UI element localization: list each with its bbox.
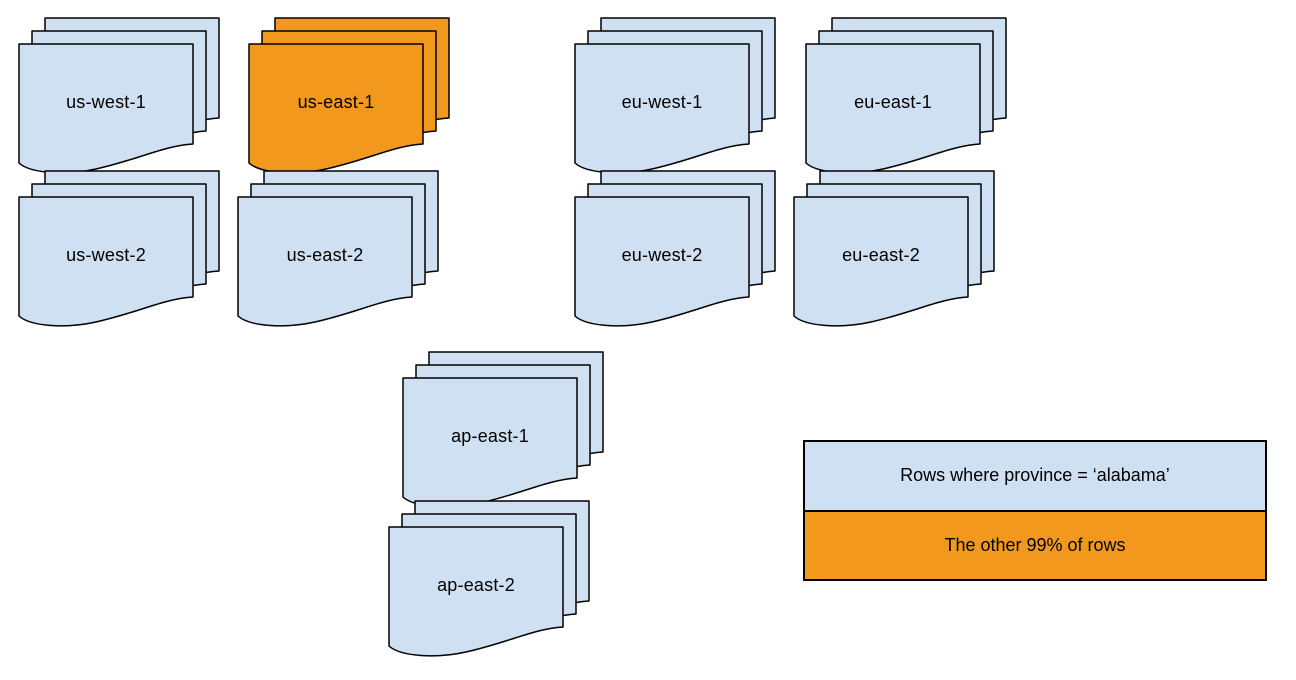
region-label: us-west-2 — [66, 244, 146, 265]
region-stack-eu-east-1: eu-east-1 — [805, 17, 1007, 177]
region-label: eu-west-1 — [621, 91, 703, 112]
region-stack-ap-east-2: ap-east-2 — [388, 500, 590, 660]
legend-item-alabama-rows: Rows where province = ‘alabama’ — [805, 442, 1265, 512]
legend: Rows where province = ‘alabama’ The othe… — [803, 440, 1267, 581]
region-stack-us-east-1: us-east-1 — [248, 17, 450, 177]
region-label: eu-west-2 — [621, 244, 703, 265]
region-stack-eu-west-1: eu-west-1 — [574, 17, 776, 177]
region-label: us-east-2 — [286, 244, 364, 265]
region-stack-eu-west-2: eu-west-2 — [574, 170, 776, 330]
region-stack-us-east-2: us-east-2 — [237, 170, 439, 330]
region-label: us-east-1 — [297, 91, 375, 112]
region-label: ap-east-1 — [451, 425, 529, 446]
legend-item-other-rows: The other 99% of rows — [805, 511, 1265, 579]
region-stack-ap-east-1: ap-east-1 — [402, 351, 604, 511]
region-label: eu-east-1 — [854, 91, 932, 112]
region-label: eu-east-2 — [842, 244, 920, 265]
region-stack-us-west-1: us-west-1 — [18, 17, 220, 177]
region-label: us-west-1 — [66, 91, 146, 112]
region-stack-us-west-2: us-west-2 — [18, 170, 220, 330]
region-stack-eu-east-2: eu-east-2 — [793, 170, 995, 330]
legend-item-label: Rows where province = ‘alabama’ — [900, 465, 1170, 486]
region-label: ap-east-2 — [437, 574, 515, 595]
legend-item-label: The other 99% of rows — [944, 534, 1126, 555]
